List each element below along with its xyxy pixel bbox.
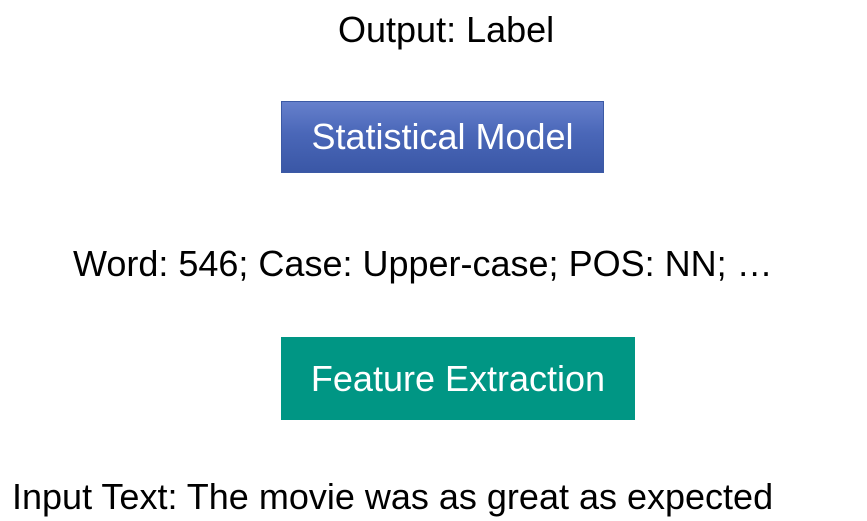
feature-values-text: Word: 546; Case: Upper-case; POS: NN; … <box>73 243 773 284</box>
statistical-model-box: Statistical Model <box>281 101 604 173</box>
feature-extraction-label: Feature Extraction <box>310 357 606 399</box>
input-text-label: Input Text: The movie was as great as ex… <box>12 476 774 517</box>
feature-extraction-box: Feature Extraction <box>281 337 635 420</box>
output-label: Output: Label <box>338 9 555 50</box>
statistical-model-label: Statistical Model <box>311 116 574 157</box>
